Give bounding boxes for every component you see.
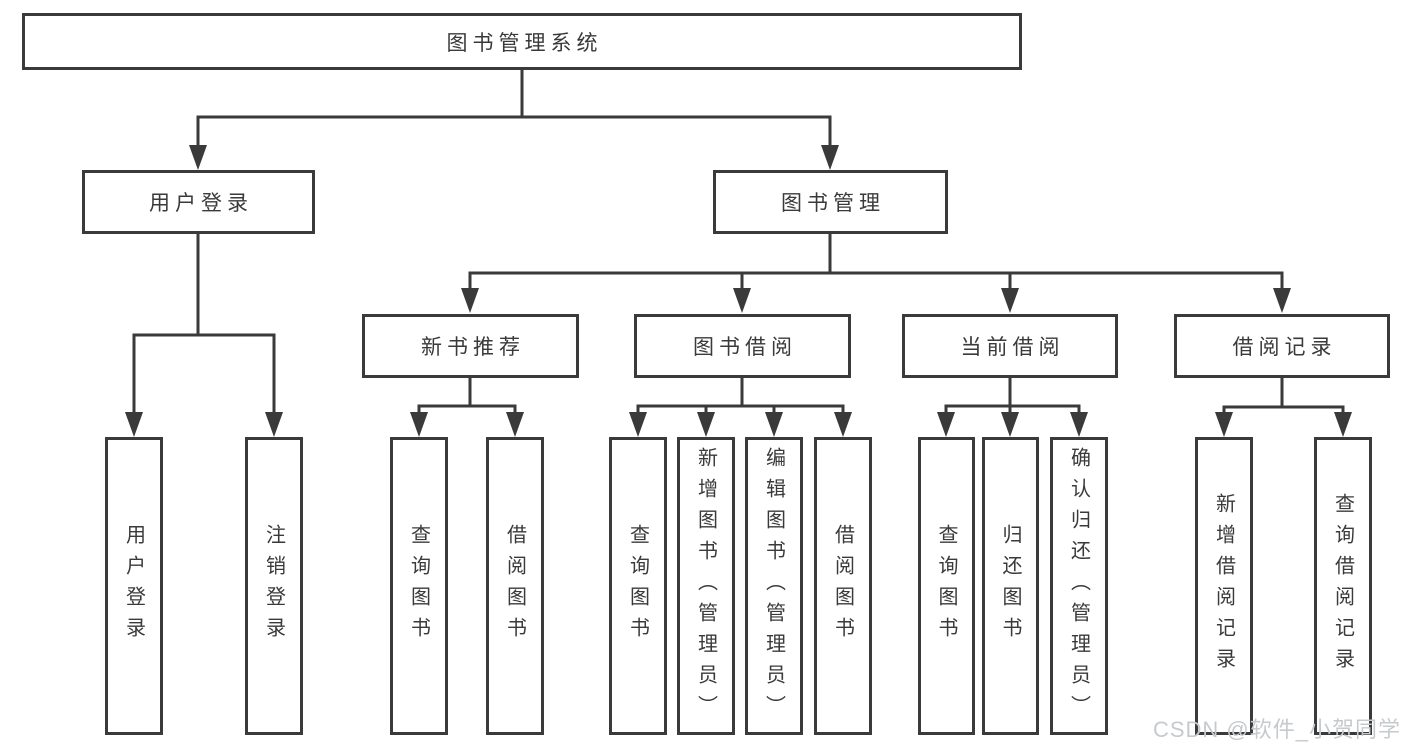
node-book-borrowing: 图书借阅 — [634, 314, 851, 378]
leaf-confirm-return-admin: 确认归还（管理员） — [1050, 437, 1108, 735]
leaf-return-book: 归还图书 — [982, 437, 1039, 735]
leaf-logout: 注销登录 — [245, 437, 303, 735]
node-borrowing-records-label: 借阅记录 — [1232, 336, 1337, 359]
leaf-query-book-recommend: 查询图书 — [390, 437, 448, 735]
leaf-query-book-current: 查询图书 — [918, 437, 975, 735]
node-new-book-recommend-label: 新书推荐 — [421, 336, 525, 359]
node-new-book-recommend: 新书推荐 — [362, 314, 579, 378]
leaf-confirm-return-admin-label: 确认归还（管理员） — [1067, 446, 1090, 726]
leaf-edit-book-admin: 编辑图书（管理员） — [745, 437, 803, 735]
leaf-query-book-borrow: 查询图书 — [609, 437, 667, 735]
leaf-user-login-label: 用户登录 — [122, 524, 145, 648]
leaf-query-book-current-label: 查询图书 — [935, 524, 957, 648]
node-book-management: 图书管理 — [713, 170, 948, 234]
leaf-return-book-label: 归还图书 — [999, 524, 1021, 648]
leaf-add-borrow-record: 新增借阅记录 — [1195, 437, 1253, 735]
leaf-borrow-book-recommend: 借阅图书 — [486, 437, 544, 735]
leaf-query-borrow-record-label: 查询借阅记录 — [1331, 493, 1354, 679]
leaf-logout-label: 注销登录 — [262, 524, 285, 648]
node-user-login-label: 用户登录 — [149, 192, 253, 215]
leaf-edit-book-admin-label: 编辑图书（管理员） — [762, 446, 785, 726]
node-current-borrowing: 当前借阅 — [902, 314, 1118, 378]
leaf-borrow-book-recommend-label: 借阅图书 — [503, 524, 526, 648]
node-current-borrowing-label: 当前借阅 — [960, 336, 1065, 359]
node-root: 图书管理系统 — [22, 13, 1022, 70]
leaf-add-book-admin-label: 新增图书（管理员） — [694, 446, 717, 726]
csdn-watermark: CSDN @软件_小贺同学 — [1152, 717, 1401, 742]
leaf-add-book-admin: 新增图书（管理员） — [677, 437, 735, 735]
leaf-query-book-recommend-label: 查询图书 — [407, 524, 430, 648]
leaf-query-book-borrow-label: 查询图书 — [626, 524, 649, 648]
node-root-label: 图书管理系统 — [446, 31, 603, 55]
leaf-add-borrow-record-label: 新增借阅记录 — [1212, 493, 1235, 679]
node-book-management-label: 图书管理 — [781, 192, 885, 215]
node-user-login: 用户登录 — [82, 170, 315, 234]
node-book-borrowing-label: 图书借阅 — [693, 336, 797, 359]
leaf-borrow-book: 借阅图书 — [814, 437, 872, 735]
leaf-query-borrow-record: 查询借阅记录 — [1314, 437, 1372, 735]
leaf-borrow-book-label: 借阅图书 — [831, 524, 854, 648]
node-borrowing-records: 借阅记录 — [1174, 314, 1390, 378]
leaf-user-login: 用户登录 — [105, 437, 163, 735]
